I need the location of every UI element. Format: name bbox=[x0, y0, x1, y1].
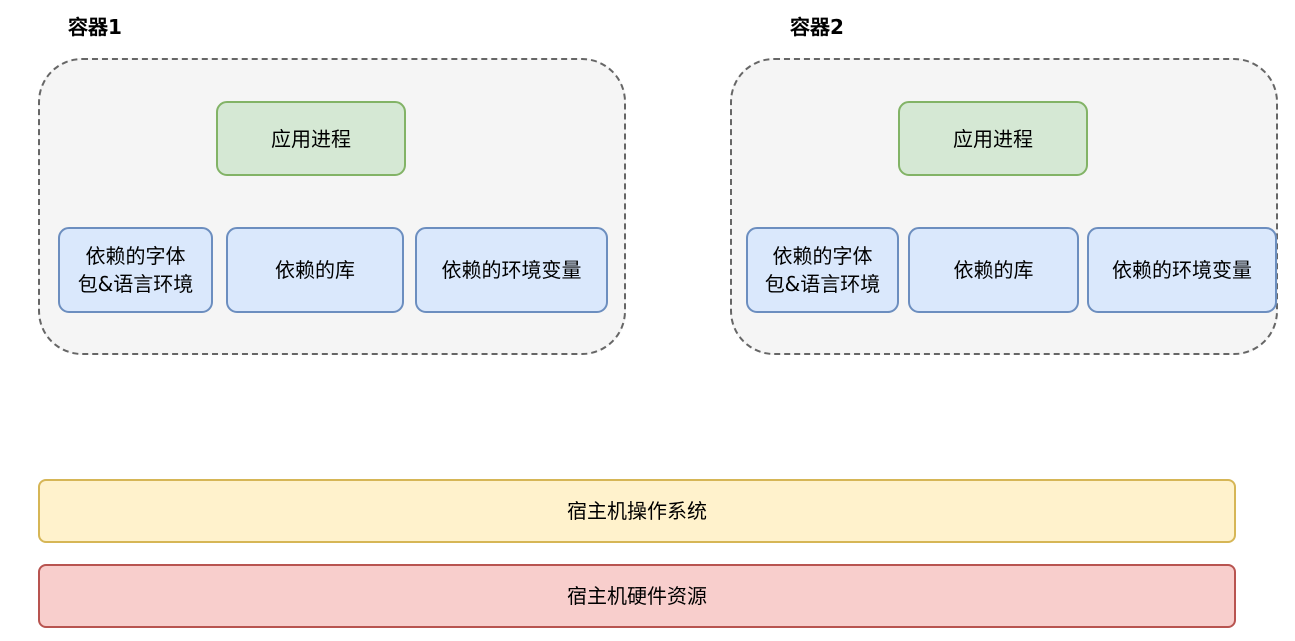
container-1-deps-env-label: 依赖的环境变量 bbox=[441, 258, 582, 282]
host-hardware-label: 宿主机硬件资源 bbox=[567, 584, 707, 608]
host-hardware-layer: 宿主机硬件资源 bbox=[38, 564, 1236, 628]
container-1-deps-font-line1: 依赖的字体 bbox=[85, 244, 186, 268]
container-2-deps-lib-label: 依赖的库 bbox=[953, 258, 1034, 282]
container-2-deps-env-label: 依赖的环境变量 bbox=[1112, 258, 1252, 282]
container-1-deps-env: 依赖的环境变量 bbox=[415, 227, 608, 313]
container-2-app-process: 应用进程 bbox=[898, 101, 1088, 176]
host-os-label: 宿主机操作系统 bbox=[567, 499, 707, 523]
container-2-deps-env: 依赖的环境变量 bbox=[1087, 227, 1277, 313]
container-2-deps-lib: 依赖的库 bbox=[908, 227, 1079, 313]
container-1-deps-lib-label: 依赖的库 bbox=[275, 258, 355, 282]
container-2-deps-font-line1: 依赖的字体 bbox=[772, 244, 873, 268]
container-1-app-process: 应用进程 bbox=[216, 101, 406, 176]
container-2-deps-font-line2: 包&语言环境 bbox=[764, 272, 881, 296]
container-2-app-process-label: 应用进程 bbox=[953, 126, 1033, 151]
container-2-deps-font: 依赖的字体 包&语言环境 bbox=[746, 227, 899, 313]
container-1-deps-font-line2: 包&语言环境 bbox=[77, 272, 194, 296]
host-os-layer: 宿主机操作系统 bbox=[38, 479, 1236, 543]
container-1-deps-lib: 依赖的库 bbox=[226, 227, 404, 313]
container-1-app-process-label: 应用进程 bbox=[271, 126, 351, 151]
container-1-deps-font: 依赖的字体 包&语言环境 bbox=[58, 227, 213, 313]
container-1-title: 容器1 bbox=[68, 15, 122, 39]
container-2-title: 容器2 bbox=[790, 15, 844, 39]
